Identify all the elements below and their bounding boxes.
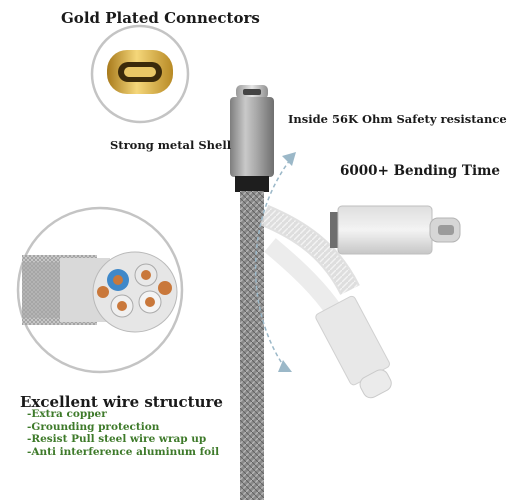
gold-connectors-label: Gold Plated Connectors <box>61 9 260 27</box>
feature-item: -Resist Pull steel wire wrap up <box>27 433 207 445</box>
curved-arrow-icon <box>254 152 296 372</box>
bending-label: 6000+ Bending Time <box>340 163 500 179</box>
feature-item: -Extra copper <box>27 408 107 420</box>
feature-item: -Grounding protection <box>27 420 160 433</box>
resistance-label: Inside 56K Ohm Safety resistance <box>288 112 507 126</box>
gold-connector-closeup <box>90 24 190 124</box>
main-cable <box>230 85 274 500</box>
metal-shell-label: Strong metal Shell <box>110 138 232 152</box>
feature-item: -Anti interference aluminum foil <box>27 445 220 458</box>
wire-cross-section <box>16 206 184 374</box>
feature-list: -Extra copper -Grounding protection -Res… <box>27 408 219 458</box>
bent-cable <box>259 204 461 399</box>
wire-structure-title: Excellent wire structure <box>20 393 223 411</box>
